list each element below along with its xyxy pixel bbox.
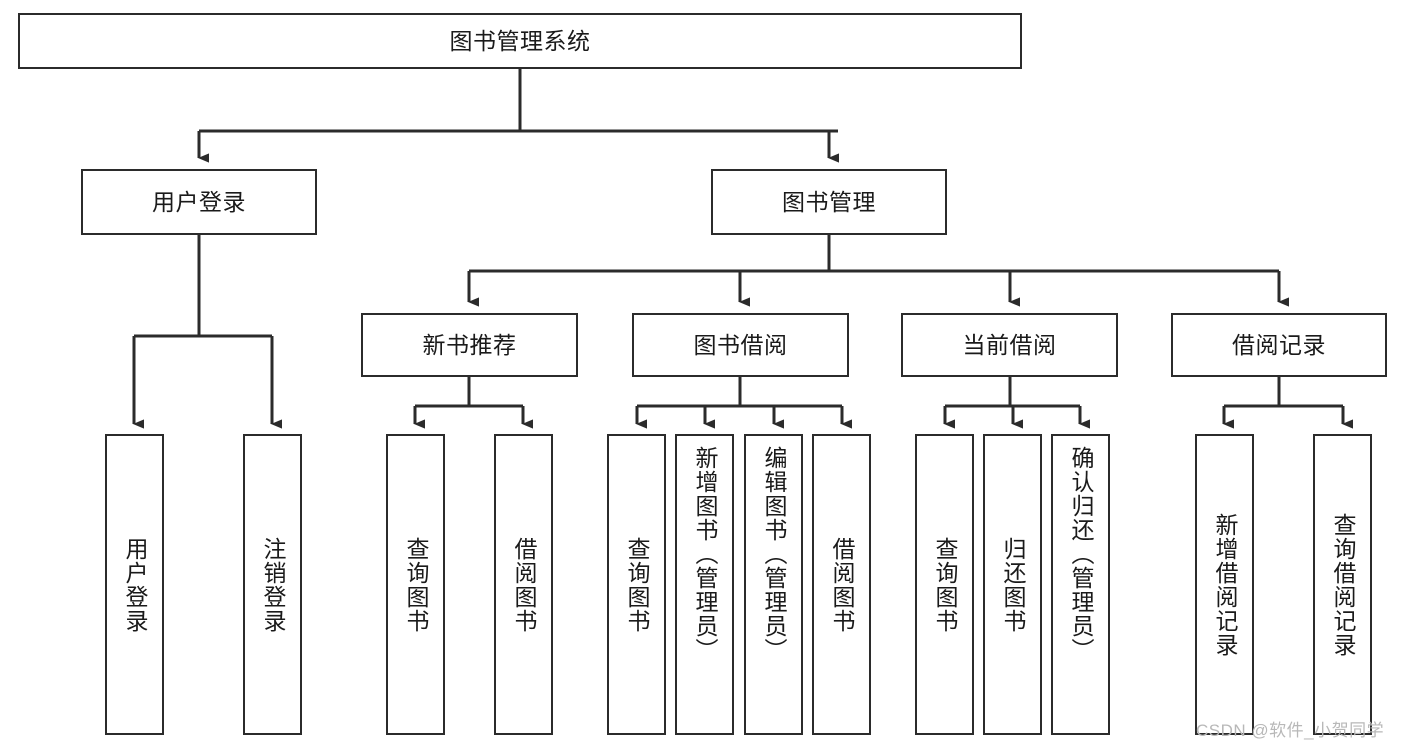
leaf-records-query-record[interactable]: 查询借阅记录 xyxy=(1313,434,1372,735)
leaf-borrow-edit-book-label: 编辑图书（管理员） xyxy=(761,446,787,662)
leaf-borrow-query-book-label: 查询图书 xyxy=(624,536,650,633)
leaf-current-confirm-return-label: 确认归还（管理员） xyxy=(1068,446,1094,662)
node-borrow-records[interactable]: 借阅记录 xyxy=(1171,313,1387,377)
node-book-management-label: 图书管理 xyxy=(782,188,876,215)
leaf-current-return-book-label: 归还图书 xyxy=(1000,536,1026,633)
node-root-system[interactable]: 图书管理系统 xyxy=(18,13,1022,69)
node-new-book-recommend-label: 新书推荐 xyxy=(422,331,517,358)
leaf-borrow-edit-book[interactable]: 编辑图书（管理员） xyxy=(744,434,803,735)
leaf-current-query-book[interactable]: 查询图书 xyxy=(915,434,974,735)
edge-group-new-book xyxy=(413,377,533,429)
node-borrow-records-label: 借阅记录 xyxy=(1232,331,1326,358)
leaf-borrow-query-book[interactable]: 查询图书 xyxy=(607,434,666,735)
edge-group-book-mgmt xyxy=(467,235,1289,307)
leaf-new-book-borrow[interactable]: 借阅图书 xyxy=(494,434,553,735)
node-book-borrow-label: 图书借阅 xyxy=(693,331,788,358)
leaf-current-confirm-return[interactable]: 确认归还（管理员） xyxy=(1051,434,1110,735)
leaf-borrow-borrow-book[interactable]: 借阅图书 xyxy=(812,434,871,735)
node-user-login[interactable]: 用户登录 xyxy=(81,169,317,235)
node-user-login-label: 用户登录 xyxy=(152,188,246,215)
leaf-records-add-record[interactable]: 新增借阅记录 xyxy=(1195,434,1254,735)
node-book-borrow[interactable]: 图书借阅 xyxy=(632,313,849,377)
leaf-user-login-signout-label: 注销登录 xyxy=(260,536,286,633)
edge-group-borrow-records xyxy=(1222,377,1353,429)
leaf-new-book-borrow-label: 借阅图书 xyxy=(511,536,537,633)
leaf-records-query-record-label: 查询借阅记录 xyxy=(1330,512,1356,657)
edge-group-current-borrow xyxy=(943,377,1090,429)
leaf-records-add-record-label: 新增借阅记录 xyxy=(1212,512,1238,657)
edge-group-user-login xyxy=(132,235,282,429)
leaf-current-return-book[interactable]: 归还图书 xyxy=(983,434,1042,735)
node-new-book-recommend[interactable]: 新书推荐 xyxy=(361,313,578,377)
node-book-management[interactable]: 图书管理 xyxy=(711,169,947,235)
leaf-user-login-signin-label: 用户登录 xyxy=(122,536,148,633)
leaf-user-login-signin[interactable]: 用户登录 xyxy=(105,434,164,735)
leaf-borrow-add-book[interactable]: 新增图书（管理员） xyxy=(675,434,734,735)
leaf-borrow-add-book-label: 新增图书（管理员） xyxy=(692,446,718,662)
leaf-current-query-book-label: 查询图书 xyxy=(932,536,958,633)
node-root-system-label: 图书管理系统 xyxy=(449,27,591,54)
edge-group-book-borrow xyxy=(635,377,852,429)
leaf-new-book-query[interactable]: 查询图书 xyxy=(386,434,445,735)
leaf-new-book-query-label: 查询图书 xyxy=(403,536,429,633)
node-current-borrow[interactable]: 当前借阅 xyxy=(901,313,1118,377)
node-current-borrow-label: 当前借阅 xyxy=(962,331,1057,358)
leaf-borrow-borrow-book-label: 借阅图书 xyxy=(829,536,855,633)
leaf-user-login-signout[interactable]: 注销登录 xyxy=(243,434,302,735)
edge-group-root xyxy=(197,69,839,163)
